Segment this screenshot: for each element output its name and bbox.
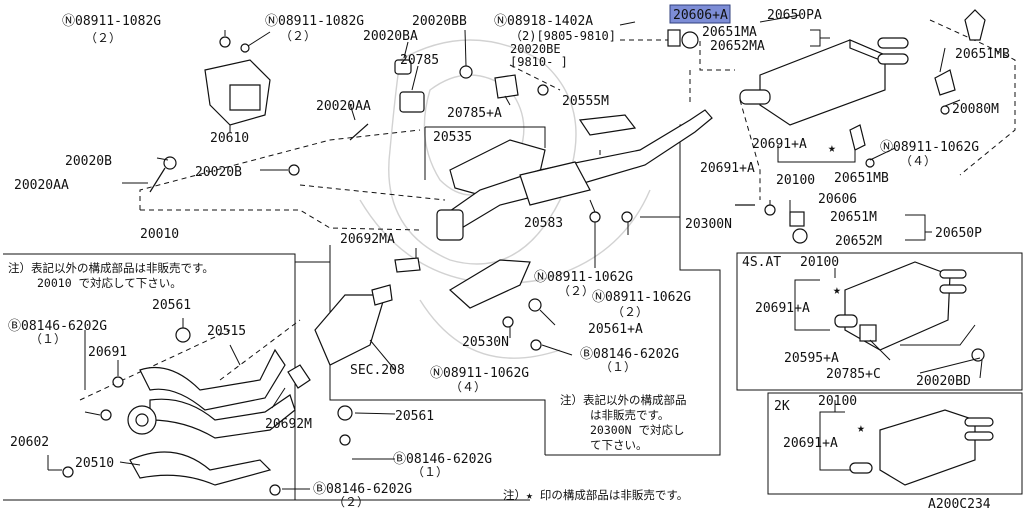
label-20692m: 20692M xyxy=(265,417,312,432)
label-n08911-1062g: Ⓝ08911-1062G xyxy=(430,366,529,381)
catalyst-sec208 xyxy=(314,294,386,366)
label-20652ma: 20652MA xyxy=(710,39,765,54)
label-sec208: SEC.208 xyxy=(350,363,405,378)
label-20300n: 20300N xyxy=(685,217,732,232)
component-sketches xyxy=(62,9,994,496)
label-20606: 20606 xyxy=(818,192,857,207)
diagram-code: A200C234 xyxy=(928,497,991,510)
label-20020b: 20020B xyxy=(65,154,112,169)
label-b08146-6202g: Ⓑ08146-6202G xyxy=(580,347,679,362)
label-20650pa: 20650PA xyxy=(767,8,822,23)
inset-1-label-20691-a: 20691+A xyxy=(755,301,810,316)
note-3: 注）★ 印の構成部品は非販売です。 xyxy=(503,488,688,502)
note-2-line-2: は非販売です。 xyxy=(590,408,669,422)
label-20020ba: 20020BA xyxy=(363,29,418,44)
catalyst-body xyxy=(519,161,591,206)
label-qty: （１） xyxy=(30,332,66,346)
label-qty: （４） xyxy=(900,154,936,168)
label-n08911-1062g: Ⓝ08911-1062G xyxy=(592,290,691,305)
label-b08146-6202g: Ⓑ08146-6202G xyxy=(393,452,492,467)
label-n08918-1402a: Ⓝ08918-1402A xyxy=(494,14,593,29)
inset-1-title: 4S.AT xyxy=(742,255,781,270)
label-sub-9810: [9810- ] xyxy=(510,55,568,69)
star-marks: ★ ★ ★ xyxy=(828,141,865,436)
label-20010: 20010 xyxy=(140,227,179,242)
label-qty: （２） xyxy=(333,495,369,509)
label-qty: （２） xyxy=(85,31,121,45)
heat-shield-20530N xyxy=(448,259,531,309)
label-qty: （１） xyxy=(412,465,448,479)
heat-shield-20510 xyxy=(129,451,272,486)
label-qty: （１） xyxy=(600,360,636,374)
inset-2k-muffler xyxy=(879,409,976,486)
label-20080m: 20080M xyxy=(952,102,999,117)
label-qty: （２） xyxy=(558,284,594,298)
label-20602: 20602 xyxy=(10,435,49,450)
label-20020bb: 20020BB xyxy=(412,14,467,29)
label-20692ma: 20692MA xyxy=(340,232,395,247)
leader-lines xyxy=(47,14,983,490)
label-20510: 20510 xyxy=(75,456,114,471)
inset-2-title: 2K xyxy=(774,399,790,414)
note-2-line-3: 20300N で対応し xyxy=(590,423,684,437)
inset-1-label-20785-c: 20785+C xyxy=(826,367,881,382)
label-n08911-1082g: Ⓝ08911-1082G xyxy=(62,14,161,29)
label-b08146-6202g: Ⓑ08146-6202G xyxy=(8,319,107,334)
label-20610: 20610 xyxy=(210,131,249,146)
inset-1-label-20595-a: 20595+A xyxy=(784,351,839,366)
part-labels: Ⓝ08911-1082G （２） Ⓝ08911-1082G （２） 20020B… xyxy=(8,8,1010,512)
label-20100: 20100 xyxy=(776,173,815,188)
label-20020aa: 20020AA xyxy=(14,178,69,193)
label-20650p: 20650P xyxy=(935,226,982,241)
label-20651mb: 20651MB xyxy=(834,171,889,186)
inset-2-label-20100: 20100 xyxy=(818,394,857,409)
label-n08911-1062g: Ⓝ08911-1062G xyxy=(880,140,979,155)
dashed-leaders xyxy=(79,19,1016,401)
note-2-line-1: 注）表記以外の構成部品 xyxy=(560,393,687,407)
label-qty: （２） xyxy=(280,29,316,43)
label-20651ma: 20651MA xyxy=(702,25,757,40)
star-icon: ★ xyxy=(828,141,836,156)
label-qty: （２） xyxy=(612,305,648,319)
label-20651m: 20651M xyxy=(830,210,877,225)
label-20515: 20515 xyxy=(207,324,246,339)
label-20020b: 20020B xyxy=(195,165,242,180)
note-2-line-4: て下さい。 xyxy=(590,438,648,452)
inset-2-label-20691-a: 20691+A xyxy=(783,436,838,451)
label-20535: 20535 xyxy=(433,130,472,145)
label-20606-a: 20606+A xyxy=(673,8,728,23)
label-20652m: 20652M xyxy=(835,234,882,249)
label-20785: 20785 xyxy=(400,53,439,68)
front-pipe-20515 xyxy=(139,348,286,411)
inset-1-label-20020bd: 20020BD xyxy=(916,374,971,389)
star-icon: ★ xyxy=(833,283,841,298)
note-1-line-2: 20010 で対応して下さい。 xyxy=(37,276,182,290)
note-1-line-1: 注）表記以外の構成部品は非販売です。 xyxy=(8,261,214,275)
label-20583: 20583 xyxy=(524,216,563,231)
label-20561-a: 20561+A xyxy=(588,322,643,337)
watermark-emblem xyxy=(359,39,651,359)
label-20785-a: 20785+A xyxy=(447,106,502,121)
inset-1-label-20100: 20100 xyxy=(800,255,839,270)
label-n08911-1082g: Ⓝ08911-1082G xyxy=(265,14,364,29)
label-20555m: 20555M xyxy=(562,94,609,109)
label-sub-9805: （2)[9805-9810] xyxy=(510,29,616,43)
label-20691-a: 20691+A xyxy=(700,161,755,176)
label-20561: 20561 xyxy=(152,298,191,313)
label-20651mb: 20651MB xyxy=(955,47,1010,62)
star-icon: ★ xyxy=(857,421,865,436)
highlight-20606-a xyxy=(669,4,731,24)
label-20020aa: 20020AA xyxy=(316,99,371,114)
label-n08911-1062g: Ⓝ08911-1062G xyxy=(534,270,633,285)
label-20691-a: 20691+A xyxy=(752,137,807,152)
label-b08146-6202g: Ⓑ08146-6202G xyxy=(313,482,412,497)
label-20530n: 20530N xyxy=(462,335,509,350)
label-20561: 20561 xyxy=(395,409,434,424)
label-qty: （４） xyxy=(450,380,486,394)
label-20691: 20691 xyxy=(88,345,127,360)
label-20020be: 20020BE xyxy=(510,42,561,56)
